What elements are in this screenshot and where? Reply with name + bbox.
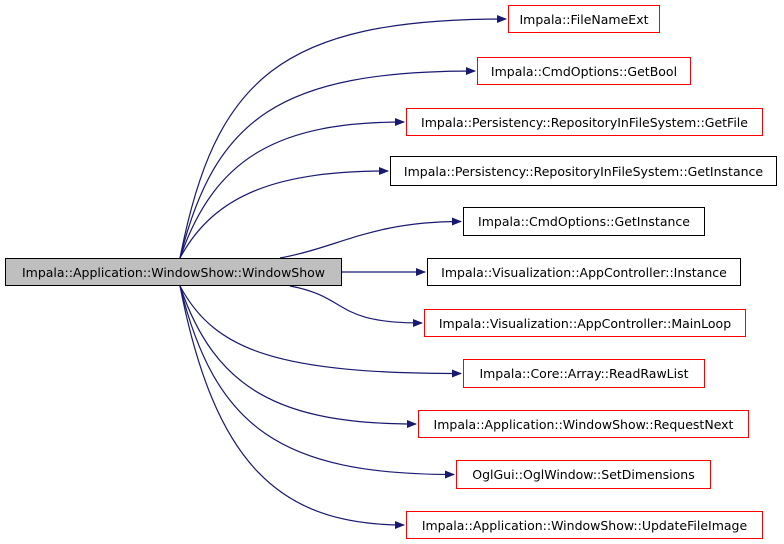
callee-node-getfile[interactable]: Impala::Persistency::RepositoryInFileSys… <box>406 108 763 136</box>
call-edge <box>289 285 423 327</box>
callee-label: Impala::CmdOptions::GetBool <box>490 63 678 79</box>
callee-node-cmdoptions-getinstance[interactable]: Impala::CmdOptions::GetInstance <box>463 207 705 236</box>
callee-node-readrawlist[interactable]: Impala::Core::Array::ReadRawList <box>463 359 705 388</box>
call-edge <box>179 118 405 259</box>
call-edge <box>179 285 417 428</box>
callee-node-repository-getinstance[interactable]: Impala::Persistency::RepositoryInFileSys… <box>390 156 777 186</box>
callee-label: Impala::Visualization::AppController::In… <box>441 264 727 280</box>
callee-label: Impala::Persistency::RepositoryInFileSys… <box>403 163 764 179</box>
callee-node-getbool[interactable]: Impala::CmdOptions::GetBool <box>477 57 691 85</box>
callee-label: Impala::Application::WindowShow::UpdateF… <box>421 517 748 533</box>
call-edge <box>279 217 462 259</box>
call-edge <box>179 67 476 259</box>
callee-node-mainloop[interactable]: Impala::Visualization::AppController::Ma… <box>424 309 746 337</box>
call-edge <box>179 285 462 378</box>
callee-label: Impala::Persistency::RepositoryInFileSys… <box>421 114 748 130</box>
callee-node-updatefileimage[interactable]: Impala::Application::WindowShow::UpdateF… <box>406 511 763 539</box>
callee-node-requestnext[interactable]: Impala::Application::WindowShow::Request… <box>418 410 749 438</box>
callee-node-filenameext[interactable]: Impala::FileNameExt <box>508 5 660 33</box>
call-edge <box>179 167 389 259</box>
root-function-label: Impala::Application::WindowShow::WindowS… <box>21 264 326 280</box>
callee-label: Impala::Application::WindowShow::Request… <box>433 416 734 432</box>
callee-label: Impala::FileNameExt <box>519 11 649 27</box>
callee-label: Impala::CmdOptions::GetInstance <box>478 214 690 229</box>
callee-node-appcontroller-instance[interactable]: Impala::Visualization::AppController::In… <box>427 258 741 286</box>
callee-label: Impala::Visualization::AppController::Ma… <box>438 315 732 331</box>
call-edge <box>179 285 405 529</box>
callee-label: Impala::Core::Array::ReadRawList <box>479 366 689 381</box>
callee-label: OglGui::OglWindow::SetDimensions <box>472 467 695 482</box>
call-edge <box>179 15 507 259</box>
call-edge <box>179 285 455 479</box>
root-function-node[interactable]: Impala::Application::WindowShow::WindowS… <box>5 258 342 286</box>
callee-node-setdimensions[interactable]: OglGui::OglWindow::SetDimensions <box>456 460 711 489</box>
